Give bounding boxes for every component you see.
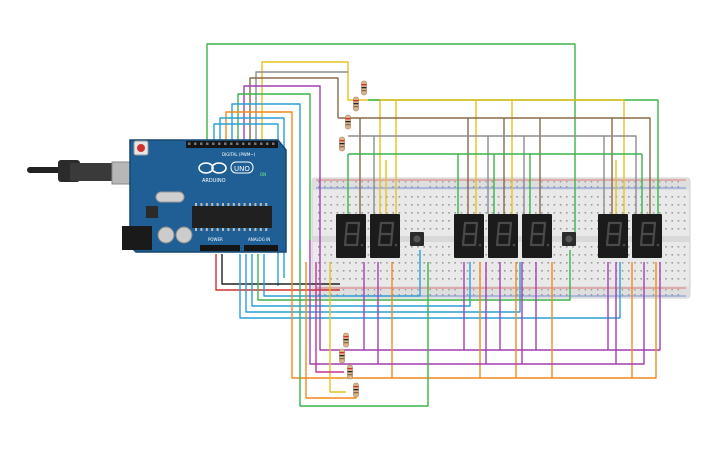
seven-segment-digit[interactable] <box>522 214 552 258</box>
wire-orange-top <box>225 111 293 270</box>
wire-orange-bottom <box>291 262 657 379</box>
wire-cyan-bottom-4 <box>263 250 421 297</box>
wire-cyan-bottom-3 <box>251 254 471 307</box>
arduino-pcb <box>129 139 287 253</box>
wire-cyan-bottom-2 <box>245 254 521 313</box>
wire-orange-v <box>391 262 633 378</box>
usb-chip <box>146 206 158 218</box>
wire-gray-top <box>255 71 348 140</box>
seven-segment-digit[interactable] <box>370 214 400 258</box>
arduino-brand: ARDUINO <box>202 178 226 184</box>
atmega-chip <box>192 206 272 228</box>
display-group-middle <box>454 214 552 258</box>
wire-yellow-res <box>395 100 625 214</box>
resistor-2[interactable] <box>353 96 359 112</box>
arduino-logo-icon <box>198 162 227 174</box>
push-button-2[interactable] <box>562 232 576 246</box>
arduino-board[interactable]: ARDUINO UNO DIGITAL (PWM~) POWER ANALOG … <box>27 139 287 253</box>
resistor-6[interactable] <box>339 348 345 364</box>
seven-segment-digit[interactable] <box>488 214 518 258</box>
resistor-3[interactable] <box>345 114 351 130</box>
wire-purple-bottom-2 <box>309 240 645 365</box>
reset-button-cap <box>137 144 145 152</box>
crystal <box>155 191 185 203</box>
wire-purple-v <box>363 262 609 350</box>
resistors[interactable] <box>339 80 367 398</box>
display-group-left <box>336 214 400 258</box>
seven-segment-digit[interactable] <box>598 214 628 258</box>
resistor-7[interactable] <box>347 364 353 380</box>
resistor-1[interactable] <box>361 80 367 96</box>
wire-purple-top <box>243 85 321 236</box>
wire-purple-bottom-1 <box>319 236 661 351</box>
wire-cyan-top <box>231 103 301 250</box>
uno-label: UNO <box>234 165 250 173</box>
resistor-4[interactable] <box>339 136 345 152</box>
wire-brown-v <box>359 118 613 214</box>
digital-header-label: DIGITAL (PWM~) <box>222 152 256 157</box>
display-group-right <box>598 214 662 258</box>
power-header <box>200 245 240 251</box>
wire-yellow-bottom <box>329 262 346 393</box>
power-jack <box>122 226 152 250</box>
uno-badge <box>230 161 254 174</box>
chip-pins <box>195 203 268 231</box>
usb-plug-body <box>70 163 122 181</box>
wire-green-2 <box>237 93 311 240</box>
wire-green-top <box>206 43 576 238</box>
seven-segment-digit[interactable] <box>336 214 366 258</box>
capacitor-2 <box>175 226 193 244</box>
wire-cyan-bottom-1 <box>239 254 621 319</box>
wire-magenta-bottom <box>315 262 344 373</box>
power-header-label: POWER <box>208 237 223 242</box>
resistor-5[interactable] <box>343 332 349 348</box>
seven-segment-digit[interactable] <box>632 214 662 258</box>
wire-brown-top <box>249 77 339 140</box>
wire-green-v <box>347 154 643 214</box>
wire-green-bottom-2 <box>299 250 429 407</box>
capacitor-1 <box>157 226 175 244</box>
wire-gray-res <box>348 135 637 214</box>
wire-brown-res <box>338 117 651 214</box>
resistor-8[interactable] <box>353 382 359 398</box>
wire-purple-v2 <box>377 262 617 364</box>
wire-yellow-v2 <box>385 160 617 214</box>
wire-red-bottom <box>215 254 340 291</box>
wire-gray-v <box>373 136 605 214</box>
wires <box>206 43 661 407</box>
seven-segment-displays[interactable] <box>336 214 662 258</box>
on-led-label: ON <box>260 172 266 177</box>
wire-yellow-top <box>261 61 381 214</box>
seven-segment-digit[interactable] <box>454 214 484 258</box>
analog-header <box>244 245 278 251</box>
analog-header-label: ANALOG IN <box>248 237 270 242</box>
push-button-1[interactable] <box>410 232 424 246</box>
wire-green-bottom <box>257 250 571 301</box>
